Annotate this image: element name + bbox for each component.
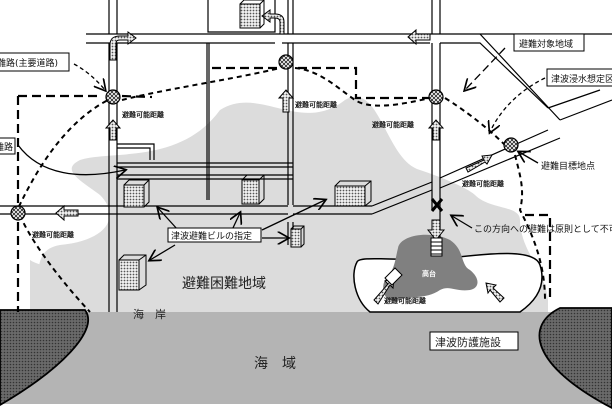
label-highland: 高台 [422,269,436,278]
crosshatch-circle-icon [278,54,294,70]
building-cube-icon [118,254,147,291]
building-cube-icon [290,225,305,248]
crosshatch-circle-icon [105,89,121,105]
label-tsunami-facility: 津波防護施設 [435,335,501,349]
evac-arrows [55,9,505,305]
dotted-arrow-icon [104,119,122,141]
label-no-evac-direction: この方向への避難は原則として不可 [474,223,612,235]
dotted-arrow-icon [485,282,505,303]
dotted-arrow-icon [407,28,431,46]
highland [383,234,478,301]
x-mark-icon [430,198,444,212]
breakwater-left [0,309,90,407]
highland-zone [353,234,543,313]
evac-target-points [10,54,519,221]
dotted-arrow-icon [261,9,285,35]
dotted-arrow-icon [465,154,493,173]
dotted-arrow-icon [55,204,79,222]
label-box-tsunami-facility [429,331,519,351]
label-reachable-distance: 避難可能距離 [461,179,504,188]
building-cube-icon [241,174,265,205]
label-evac-route-main: 避難路(主要道路) [0,57,58,69]
label-box-evac-route [0,137,16,155]
label-difficult-area: 避難困難地域 [182,276,266,292]
dotted-arrow-icon [277,89,295,113]
label-reachable-distance: 避難可能距離 [31,230,74,239]
flood-boundary [14,67,546,313]
crosshatch-circle-icon [503,137,519,153]
label-coast: 海 岸 [133,307,166,321]
label-box-evac-route-main [0,52,70,72]
label-sea: 海 域 [254,356,296,372]
dotted-arrow-icon [426,219,446,241]
breakwater-right [538,307,612,410]
label-box-tsunami-building [167,227,262,243]
sea-area [0,312,612,404]
crosshatch-circle-icon [10,205,26,221]
label-reachable-distance: 避難可能距離 [371,120,414,129]
crosshatch-circle-icon [428,89,444,105]
label-evac-target-point: 避難目標地点 [541,160,595,172]
dotted-arrow-icon [427,119,445,141]
tsunami-buildings [118,0,372,291]
building-cube-icon [239,0,265,29]
label-evac-target-area: 避難対象地域 [519,38,573,50]
stairs-icon [384,237,443,286]
label-box-evac-target-area [513,33,585,52]
label-reachable-distance: 避難可能距離 [121,110,164,119]
building-cube-icon [334,180,372,207]
label-tsunami-building: 津波避難ビルの指定 [171,230,252,242]
label-flood-area: 津波浸水想定区域 [551,73,612,85]
label-box-flood-area [546,68,612,87]
label-reachable-distance: 避難可能距離 [294,100,337,109]
leader-lines [17,47,546,260]
label-reachable-distance: 避難可能距離 [383,296,426,305]
dotted-arrow-icon [109,31,137,61]
building-cube-icon [123,179,150,208]
evac-target-boundary [16,66,552,312]
label-evac-route: 避難路 [0,141,13,153]
